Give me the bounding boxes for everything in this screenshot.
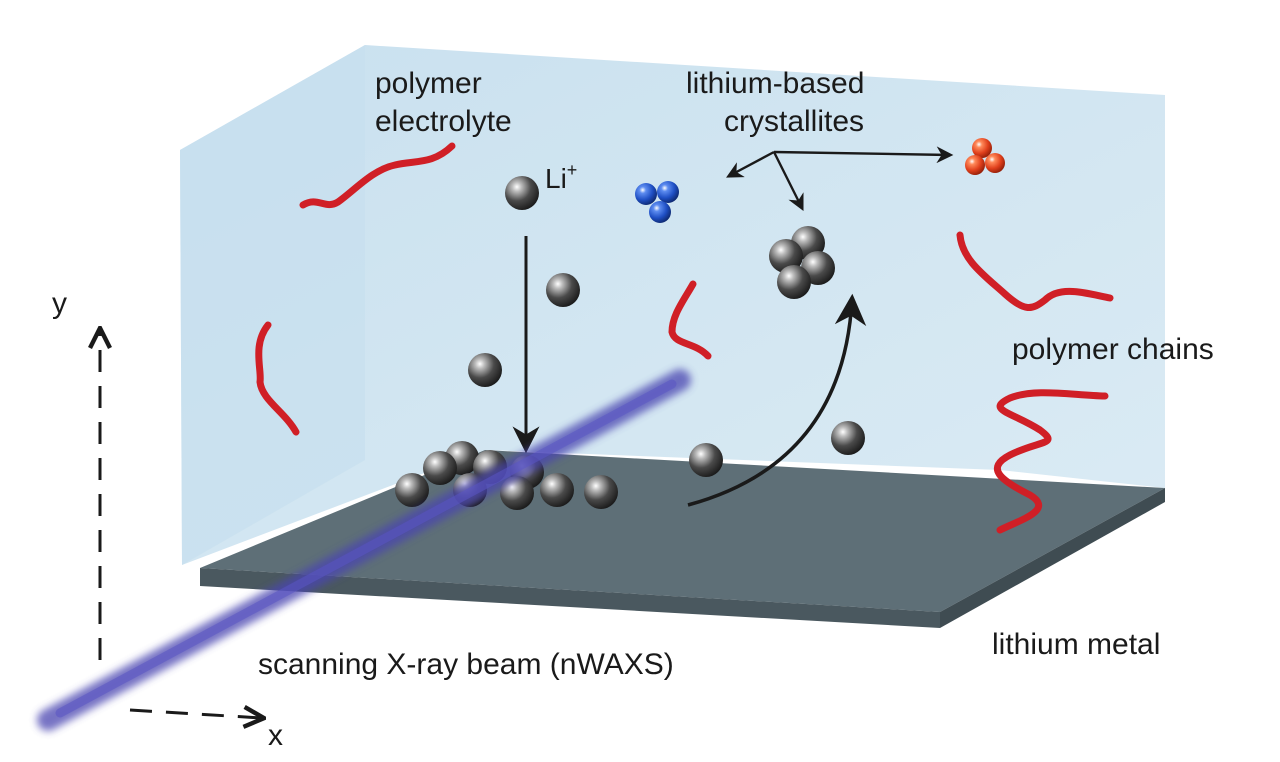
crystallite-blue	[635, 181, 679, 223]
axis-y-label: y	[52, 287, 67, 320]
label-crystallites: crystallites	[724, 105, 864, 138]
lithium-ion	[689, 443, 723, 477]
pointer-arrow-blue	[726, 150, 775, 178]
x-axis	[129, 710, 262, 718]
polymer-chain-2	[255, 321, 300, 436]
polymer-chain-5	[993, 389, 1109, 534]
label-li-ion: Li+	[545, 160, 577, 194]
lithium-ion	[505, 176, 539, 210]
lithium-atom	[584, 475, 618, 509]
label-xray-beam: scanning X-ray beam (nWAXS)	[258, 648, 674, 681]
li-ion-charge: +	[567, 160, 578, 180]
pointer-arrow-red	[773, 146, 954, 164]
lithium-atoms	[468, 176, 865, 477]
polymer-chain-4	[956, 231, 1114, 311]
lithium-atom	[540, 473, 574, 507]
axis-x-label: x	[268, 719, 283, 752]
label-polymer: polymer	[375, 67, 482, 100]
lithium-atom	[423, 451, 457, 485]
polymer-chain-1	[299, 142, 456, 209]
label-lithium-metal: lithium metal	[992, 628, 1160, 661]
xray-beam	[37, 369, 691, 731]
axes	[100, 330, 262, 718]
label-lithium-based: lithium-based	[686, 67, 864, 100]
pointer-arrow-black	[772, 151, 804, 212]
label-electrolyte: electrolyte	[375, 105, 512, 138]
arrows	[512, 146, 954, 507]
lithium-metal-slab	[200, 450, 1165, 628]
crystallite-formation-arrow	[687, 293, 867, 507]
lithium-ion	[831, 421, 865, 455]
crystallite-black	[769, 226, 835, 299]
crystallite-red	[965, 138, 1005, 175]
li-ion-symbol: Li	[545, 163, 567, 194]
lithium-ion	[546, 273, 580, 307]
lithium-atom	[395, 473, 429, 507]
polymer-chain-3	[668, 280, 712, 360]
label-polymer-chains: polymer chains	[1012, 333, 1214, 366]
electrolyte-box	[180, 45, 1165, 565]
lithium-ion	[468, 353, 502, 387]
